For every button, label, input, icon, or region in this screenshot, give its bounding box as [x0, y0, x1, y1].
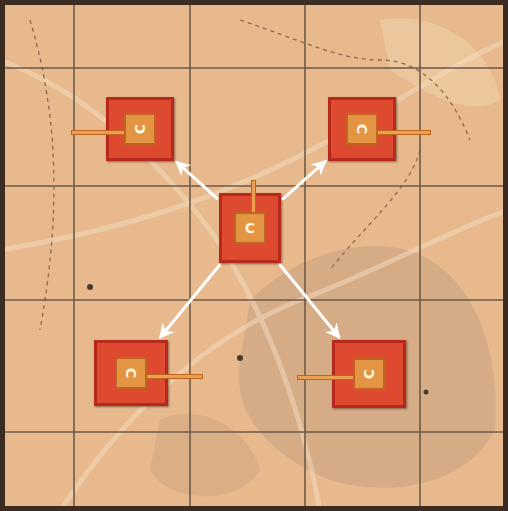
- tank-turret: C: [115, 357, 147, 389]
- dashed-roads: [30, 20, 470, 330]
- tank-counter: C: [94, 340, 168, 406]
- rock: [237, 355, 243, 361]
- tank-turret: C: [234, 212, 266, 244]
- grid-line: [189, 0, 191, 511]
- grid-line: [304, 0, 306, 511]
- rock: [87, 284, 93, 290]
- unit-letter: C: [133, 124, 147, 134]
- tank-barrel: [297, 375, 355, 380]
- tank-turret: C: [124, 113, 156, 145]
- unit-letter: C: [355, 124, 369, 134]
- grid-line: [0, 67, 508, 69]
- light-terrain: [380, 18, 500, 106]
- move-arrow: [177, 162, 217, 198]
- grid-line: [419, 0, 421, 511]
- tank-counter: C: [106, 97, 174, 161]
- move-arrow: [283, 162, 325, 199]
- tank-barrel: [71, 130, 126, 135]
- tank-counter: C: [219, 193, 281, 263]
- trails: [0, 40, 508, 511]
- tank-counter: C: [332, 340, 406, 408]
- rock: [424, 390, 429, 395]
- unit-letter: C: [124, 368, 138, 378]
- move-arrow: [161, 265, 220, 337]
- trail: [60, 210, 508, 511]
- road: [330, 150, 420, 270]
- board-frame: [3, 3, 506, 509]
- grid-line: [0, 431, 508, 433]
- tank-barrel: [251, 180, 256, 214]
- rough-terrain: [239, 246, 496, 488]
- road: [30, 20, 54, 330]
- grid-line: [0, 299, 508, 301]
- unit-letter: C: [245, 221, 255, 235]
- rough-terrain: [150, 414, 260, 497]
- tank-barrel: [376, 130, 431, 135]
- unit-letter: C: [362, 369, 376, 379]
- tank-barrel: [145, 374, 203, 379]
- tank-counter: C: [328, 97, 396, 161]
- trail: [0, 40, 508, 250]
- trail: [0, 60, 320, 511]
- grid-line: [73, 0, 75, 511]
- move-arrow: [280, 265, 339, 337]
- tank-turret: C: [353, 358, 385, 390]
- tank-turret: C: [346, 113, 378, 145]
